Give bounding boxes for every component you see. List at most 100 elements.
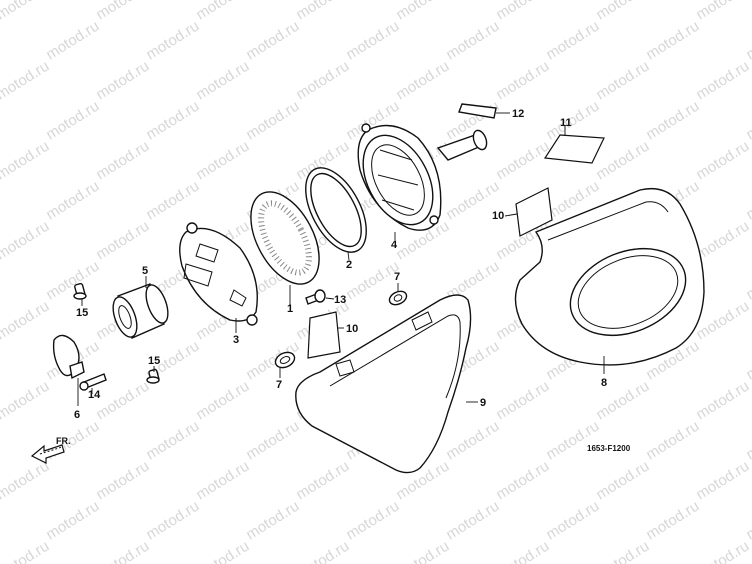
part-5-connecting-tube <box>112 283 169 339</box>
watermark-text: motod.ru <box>93 458 152 504</box>
callout-9: 9 <box>480 397 486 409</box>
watermark-text: motod.ru <box>443 18 502 64</box>
callout-10-a: 10 <box>492 210 504 222</box>
part-8-side-cover <box>514 187 705 366</box>
watermark-text: motod.ru <box>743 418 752 464</box>
watermark-text: motod.ru <box>0 218 52 264</box>
watermark-text: motod.ru <box>93 378 152 424</box>
watermark-text: motod.ru <box>293 458 352 504</box>
watermark-text: motod.ru <box>293 58 352 104</box>
watermark-text: motod.ru <box>193 58 252 104</box>
watermark-text: motod.ru <box>543 418 602 464</box>
watermark-text: motod.ru <box>543 498 602 544</box>
watermark-text: motod.ru <box>593 538 652 564</box>
watermark-text: motod.ru <box>43 258 102 304</box>
watermark-text: motod.ru <box>93 0 152 23</box>
watermark-text: motod.ru <box>743 498 752 544</box>
part-13-bolt <box>305 289 326 305</box>
watermark-text: motod.ru <box>343 498 402 544</box>
watermark-text: motod.ru <box>0 418 2 464</box>
watermark-text: motod.ru <box>643 498 702 544</box>
callout-2: 2 <box>346 259 352 271</box>
part-10-label-plate-a <box>515 187 553 237</box>
watermark-text: motod.ru <box>93 138 152 184</box>
part-10-label-plate-b <box>307 311 341 359</box>
part-6-hose-clamp <box>52 334 85 380</box>
watermark-text: motod.ru <box>93 538 152 564</box>
watermark-text: motod.ru <box>43 98 102 144</box>
watermark-text: motod.ru <box>743 98 752 144</box>
watermark-text: motod.ru <box>393 58 452 104</box>
watermark-text: motod.ru <box>443 418 502 464</box>
callout-1: 1 <box>287 303 293 315</box>
watermark-text: motod.ru <box>0 178 2 224</box>
watermark-text: motod.ru <box>743 258 752 304</box>
direction-marker: FR. <box>30 436 71 464</box>
watermark-text: motod.ru <box>0 298 52 344</box>
callout-7-b: 7 <box>276 379 282 391</box>
part-2-gasket <box>305 167 367 253</box>
leader-lines <box>77 112 605 406</box>
part-11-label-plate <box>543 134 605 164</box>
watermark-text: motod.ru <box>0 498 2 544</box>
watermark-text: motod.ru <box>743 178 752 224</box>
watermark-text: motod.ru <box>293 0 352 23</box>
callout-3: 3 <box>233 334 239 346</box>
watermark-text: motod.ru <box>743 18 752 64</box>
arrow-icon <box>30 444 65 464</box>
watermark-text: motod.ru <box>493 0 552 23</box>
watermark-text: motod.ru <box>643 98 702 144</box>
part-3-cover-plate <box>179 222 258 326</box>
callout-13: 13 <box>334 294 346 306</box>
watermark-text: motod.ru <box>0 378 52 424</box>
callout-14: 14 <box>88 389 101 401</box>
watermark-text: motod.ru <box>643 418 702 464</box>
watermark-text: motod.ru <box>0 138 52 184</box>
watermark-text: motod.ru <box>193 138 252 184</box>
diagram-code: 1653-F1200 <box>587 444 631 453</box>
watermark-text: motod.ru <box>493 458 552 504</box>
watermark-text: motod.ru <box>193 538 252 564</box>
watermark-text: motod.ru <box>93 218 152 264</box>
watermark-text: motod.ru <box>0 18 2 64</box>
watermark-text: motod.ru <box>593 0 652 23</box>
watermark-text: motod.ru <box>393 0 452 23</box>
watermark-text: motod.ru <box>0 338 2 384</box>
direction-label: FR. <box>56 436 71 446</box>
watermark-text: motod.ru <box>0 0 52 23</box>
watermark-text: motod.ru <box>493 138 552 184</box>
watermark-text: motod.ru <box>43 18 102 64</box>
watermark-text: motod.ru <box>143 178 202 224</box>
watermark-text: motod.ru <box>43 178 102 224</box>
watermark-text: motod.ru <box>293 538 352 564</box>
watermark-text: motod.ru <box>243 18 302 64</box>
watermark-text: motod.ru <box>493 538 552 564</box>
watermark-text: motod.ru <box>593 58 652 104</box>
callout-5: 5 <box>142 265 148 277</box>
callout-15-a: 15 <box>76 307 88 319</box>
watermark-text: motod.ru <box>443 498 502 544</box>
watermark-text: motod.ru <box>193 378 252 424</box>
watermark-text: motod.ru <box>243 98 302 144</box>
watermark-text: motod.ru <box>693 218 752 264</box>
part-7-grommet-a <box>388 290 408 306</box>
watermark-text: motod.ru <box>193 458 252 504</box>
callout-6: 6 <box>74 409 80 421</box>
part-1-filter-element <box>250 191 320 285</box>
callout-4: 4 <box>391 239 398 251</box>
watermark-text: motod.ru <box>143 498 202 544</box>
callout-7-a: 7 <box>394 271 400 283</box>
watermark-text: motod.ru <box>593 458 652 504</box>
watermark-text: motod.ru <box>643 18 702 64</box>
watermark-text: motod.ru <box>693 138 752 184</box>
callout-15-b: 15 <box>148 355 160 367</box>
watermark-text: motod.ru <box>93 58 152 104</box>
watermark-text: motod.ru <box>0 458 52 504</box>
watermark-text: motod.ru <box>0 538 52 564</box>
watermark-text: motod.ru <box>693 458 752 504</box>
watermark-text: motod.ru <box>0 98 2 144</box>
watermark-text: motod.ru <box>43 498 102 544</box>
watermark-text: motod.ru <box>493 378 552 424</box>
part-7-grommet-b <box>274 351 296 369</box>
callout-10-b: 10 <box>346 323 358 335</box>
